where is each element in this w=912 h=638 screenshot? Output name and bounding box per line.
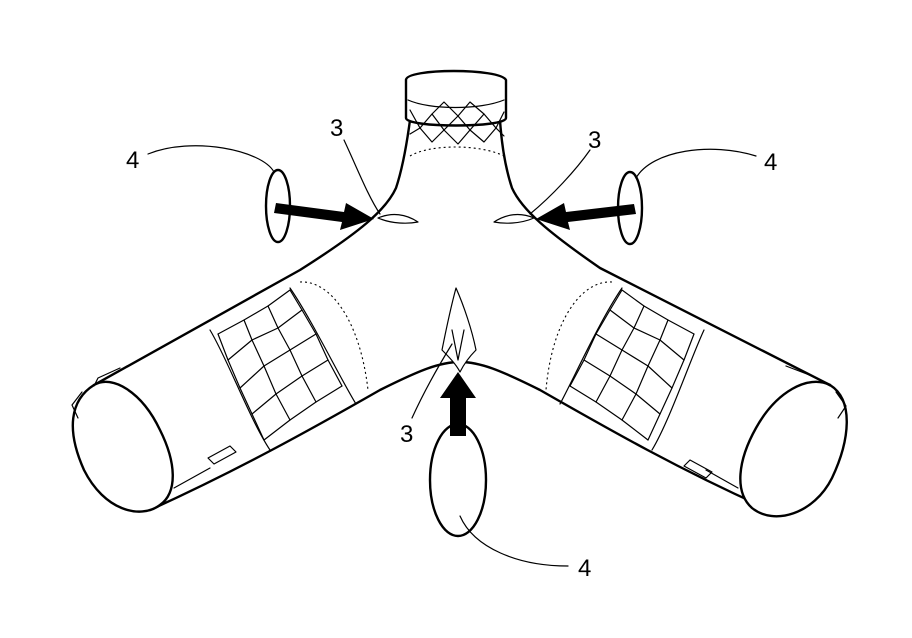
label-port-bottom: 3 (400, 421, 413, 448)
leader-port-bottom (411, 343, 453, 419)
trunk-stent (409, 101, 505, 157)
left-limb (71, 281, 369, 513)
label-port-right: 3 (588, 127, 601, 154)
port-left-shape (377, 213, 419, 224)
arrow-right (536, 203, 636, 230)
leader-device-bottom (459, 515, 569, 567)
label-device-right: 4 (764, 149, 777, 176)
leader-port-right (529, 149, 591, 215)
leader-device-left (147, 145, 275, 173)
arrow-left (274, 203, 374, 230)
port-bottom-shape (441, 287, 477, 373)
label-device-bottom: 4 (578, 555, 591, 582)
graft-body (71, 69, 848, 518)
device-bottom-shape (428, 422, 488, 538)
arrow-bottom (440, 372, 476, 436)
port-right-shape (493, 213, 535, 224)
label-port-left: 3 (330, 115, 343, 142)
leader-port-left (343, 139, 381, 215)
label-device-left: 4 (126, 147, 139, 174)
leader-device-right (635, 148, 757, 179)
right-limb (545, 281, 848, 518)
